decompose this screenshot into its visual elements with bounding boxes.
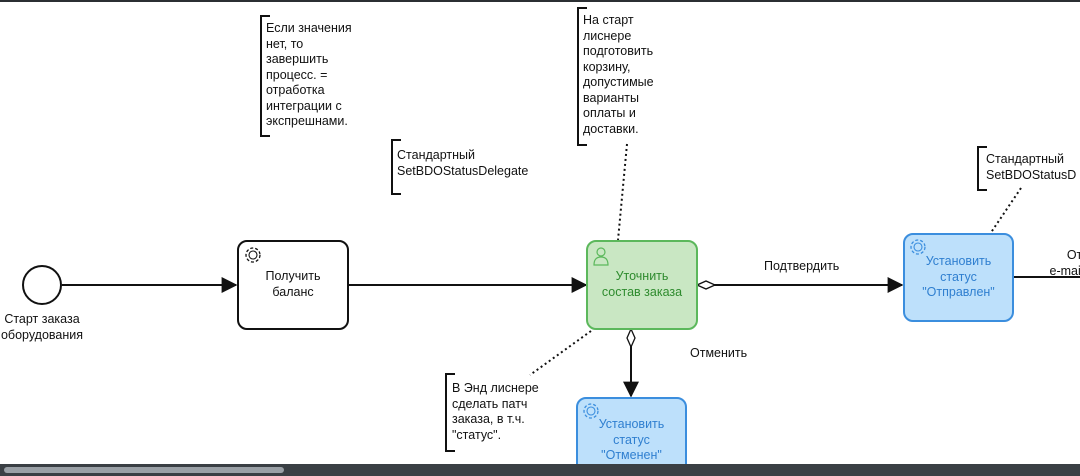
annotation-bracket-start-listener xyxy=(577,7,587,146)
default-flow-diamond-confirm xyxy=(695,280,717,290)
task-set-status-sent[interactable] xyxy=(903,233,1014,322)
gear-icon xyxy=(910,239,926,255)
annotation-bracket-standard-1 xyxy=(391,139,401,195)
horizontal-scrollbar[interactable] xyxy=(0,464,1080,476)
annotation-standard-2: Стандартный SetBDOStatusD xyxy=(986,152,1077,182)
task-set-status-cancelled[interactable] xyxy=(576,397,687,476)
flow-cancel-label: Отменить xyxy=(690,346,748,360)
flow-send-email-label: Отпр e-mail П xyxy=(1049,248,1080,278)
task-clarify-order-label: Уточнить состав заказа xyxy=(601,269,683,299)
annotation-no-value: Если значения нет, то завершить процесс.… xyxy=(266,21,352,128)
association-standard-2 xyxy=(989,187,1022,235)
association-end-listener xyxy=(529,330,592,376)
annotation-end-listener: В Энд лиснере сделать патч заказа, в т.ч… xyxy=(452,381,539,442)
start-event-label: Старт заказа оборудования xyxy=(0,312,84,342)
task-get-balance-label: Получить баланс xyxy=(265,269,321,299)
flow-confirm-label: Подтвердить xyxy=(764,259,840,273)
user-icon xyxy=(593,247,609,266)
annotation-bracket-no-value xyxy=(260,15,270,137)
annotation-standard-1: Стандартный SetBDOStatusDelegate xyxy=(397,148,529,178)
task-set-status-cancelled-label: Установить статус "Отменен" xyxy=(598,417,665,462)
annotation-bracket-standard-2 xyxy=(977,146,987,191)
gear-icon xyxy=(583,403,599,419)
scrollbar-thumb[interactable] xyxy=(4,467,284,473)
annotation-start-listener: На старт лиснере подготовить корзину, до… xyxy=(583,13,654,136)
task-clarify-order[interactable] xyxy=(586,240,698,330)
top-border xyxy=(0,0,1080,2)
start-event[interactable] xyxy=(22,265,62,305)
annotation-bracket-end-listener xyxy=(445,373,455,452)
gear-icon xyxy=(245,247,261,263)
default-flow-diamond-cancel xyxy=(626,327,636,349)
association-start-listener xyxy=(617,143,628,241)
task-get-balance[interactable] xyxy=(237,240,349,330)
task-set-status-sent-label: Установить статус "Отправлен" xyxy=(922,254,995,299)
